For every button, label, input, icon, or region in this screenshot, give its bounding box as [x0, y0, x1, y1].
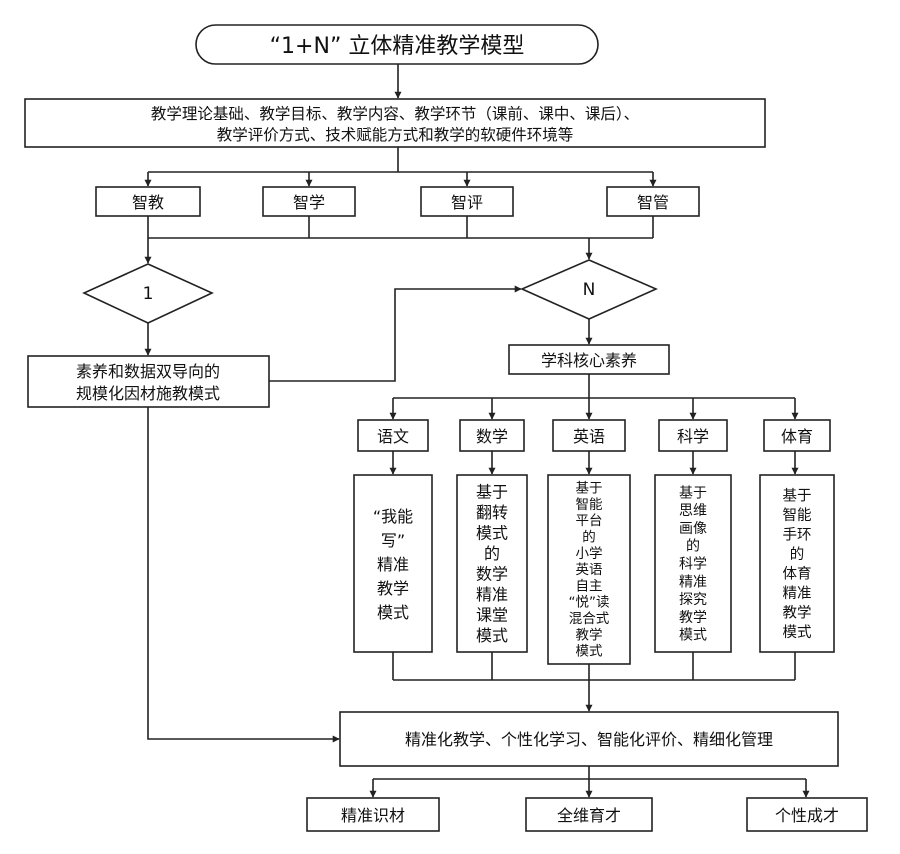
model-text-line: 混合式 — [569, 611, 610, 627]
model-text-line: 模式 — [679, 628, 707, 644]
subject-label: 英语 — [573, 427, 605, 446]
subject-pe: 体育 — [763, 419, 831, 452]
result-label: 精准识材 — [341, 806, 405, 825]
model-text-line: 自主 — [576, 578, 603, 594]
diagram-title: “1+N” 立体精准教学模型 — [270, 34, 525, 59]
model-text-line: 课堂 — [476, 606, 508, 625]
model-text-line: 的 — [686, 539, 700, 555]
model-text-line: 的 — [790, 546, 805, 563]
model-text-line: 基于 — [783, 488, 812, 505]
one-model-line-1: 素养和数据双导向的 — [76, 362, 220, 381]
model-text-line: 精准 — [476, 585, 508, 604]
model-text-line: 体育 — [783, 566, 812, 583]
subject-nodes: 语文 数学 英语 科学 体育 — [357, 419, 831, 452]
module-label: 智评 — [451, 193, 483, 212]
model-text-line: 教学 — [576, 627, 603, 643]
smart-modules: 智教 智学 智评 智管 — [95, 186, 700, 217]
subject-label: 科学 — [677, 427, 709, 446]
module-label: 智教 — [132, 193, 164, 212]
model-text-line: 智能 — [783, 507, 812, 524]
model-text-line: 基于 — [679, 484, 707, 501]
foundation-node: 教学理论基础、教学目标、教学内容、教学环节（课前、课中、课后）、 教学评价方式、… — [24, 98, 766, 148]
model-text-line: 模式 — [377, 603, 409, 622]
decision-n: N — [520, 259, 658, 320]
result-nodes: 精准识材 全维育才 个性成才 — [306, 797, 868, 832]
model-text-line: 模式 — [476, 524, 508, 543]
subject-science: 科学 — [658, 419, 728, 452]
result-all-round-cultivation: 全维育才 — [525, 797, 653, 832]
model-text-line: 模式 — [576, 644, 604, 660]
model-text-line: 精准 — [783, 585, 812, 602]
subject-label: 数学 — [476, 427, 508, 446]
model-text-line: 精准 — [679, 574, 707, 590]
model-text-line: 思维 — [679, 503, 707, 519]
module-smart-management: 智管 — [606, 186, 700, 217]
model-text-line: 画像 — [679, 521, 707, 537]
one-model-line-2: 规模化因材施教模式 — [76, 384, 220, 403]
model-text-line: 数学 — [476, 565, 508, 584]
model-text-line: 英语 — [576, 561, 603, 578]
subject-label: 语文 — [377, 427, 409, 446]
model-text-line: “我能 — [373, 507, 413, 526]
model-text-line: 写” — [381, 531, 405, 550]
title-node: “1+N” 立体精准教学模型 — [195, 24, 599, 65]
result-precise-identification: 精准识材 — [306, 797, 440, 832]
model-text-line: 翻转 — [476, 503, 508, 522]
decision-n-label: N — [583, 280, 596, 300]
model-text-line: 模式 — [783, 624, 812, 641]
foundation-line-1: 教学理论基础、教学目标、教学内容、教学环节（课前、课中、课后）、 — [151, 105, 639, 123]
module-smart-teaching: 智教 — [95, 186, 201, 217]
foundation-line-2: 教学评价方式、技术赋能方式和教学的软硬件环境等 — [217, 125, 574, 144]
model-text-line: 的 — [582, 530, 596, 546]
model-text-line: “悦”读 — [569, 595, 610, 611]
connectors — [144, 64, 810, 798]
decision-one: 1 — [82, 263, 214, 324]
outcomes-label: 精准化教学、个性化学习、智能化评价、精细化管理 — [405, 730, 773, 749]
decision-one-label: 1 — [143, 284, 154, 304]
result-label: 全维育才 — [557, 806, 621, 825]
model-text-line: 基于 — [476, 483, 508, 502]
subject-chinese: 语文 — [357, 419, 429, 452]
module-smart-evaluation: 智评 — [420, 186, 514, 217]
core-literacy-label: 学科核心素养 — [541, 351, 637, 370]
model-text-line: 智能 — [576, 497, 603, 513]
subject-label: 体育 — [781, 427, 813, 446]
model-text-line: 教学 — [783, 605, 812, 622]
module-label: 智学 — [293, 193, 325, 212]
outcomes-node: 精准化教学、个性化学习、智能化评价、精细化管理 — [339, 711, 839, 767]
model-text-line: 科学 — [679, 557, 707, 573]
result-personalized-success: 个性成才 — [746, 797, 868, 832]
subject-math: 数学 — [459, 419, 525, 452]
model-text-line: 基于 — [576, 480, 603, 497]
result-label: 个性成才 — [775, 806, 839, 825]
model-text-line: 模式 — [476, 626, 508, 645]
model-text-line: 平台 — [576, 513, 603, 529]
model-text-line: 教学 — [377, 579, 409, 598]
core-literacy-node: 学科核心素养 — [508, 344, 670, 375]
model-text-line: 教学 — [679, 610, 707, 626]
model-text-line: 精准 — [377, 555, 409, 574]
module-smart-learning: 智学 — [262, 186, 356, 217]
model-text-line: 探究 — [679, 592, 707, 608]
model-text-line: 小学 — [576, 546, 603, 562]
subject-english: 英语 — [552, 419, 626, 452]
model-text-line: 手环 — [783, 527, 812, 544]
one-model-node: 素养和数据双导向的 规模化因材施教模式 — [27, 355, 270, 408]
module-label: 智管 — [637, 193, 669, 212]
model-text-line: 的 — [484, 544, 500, 563]
